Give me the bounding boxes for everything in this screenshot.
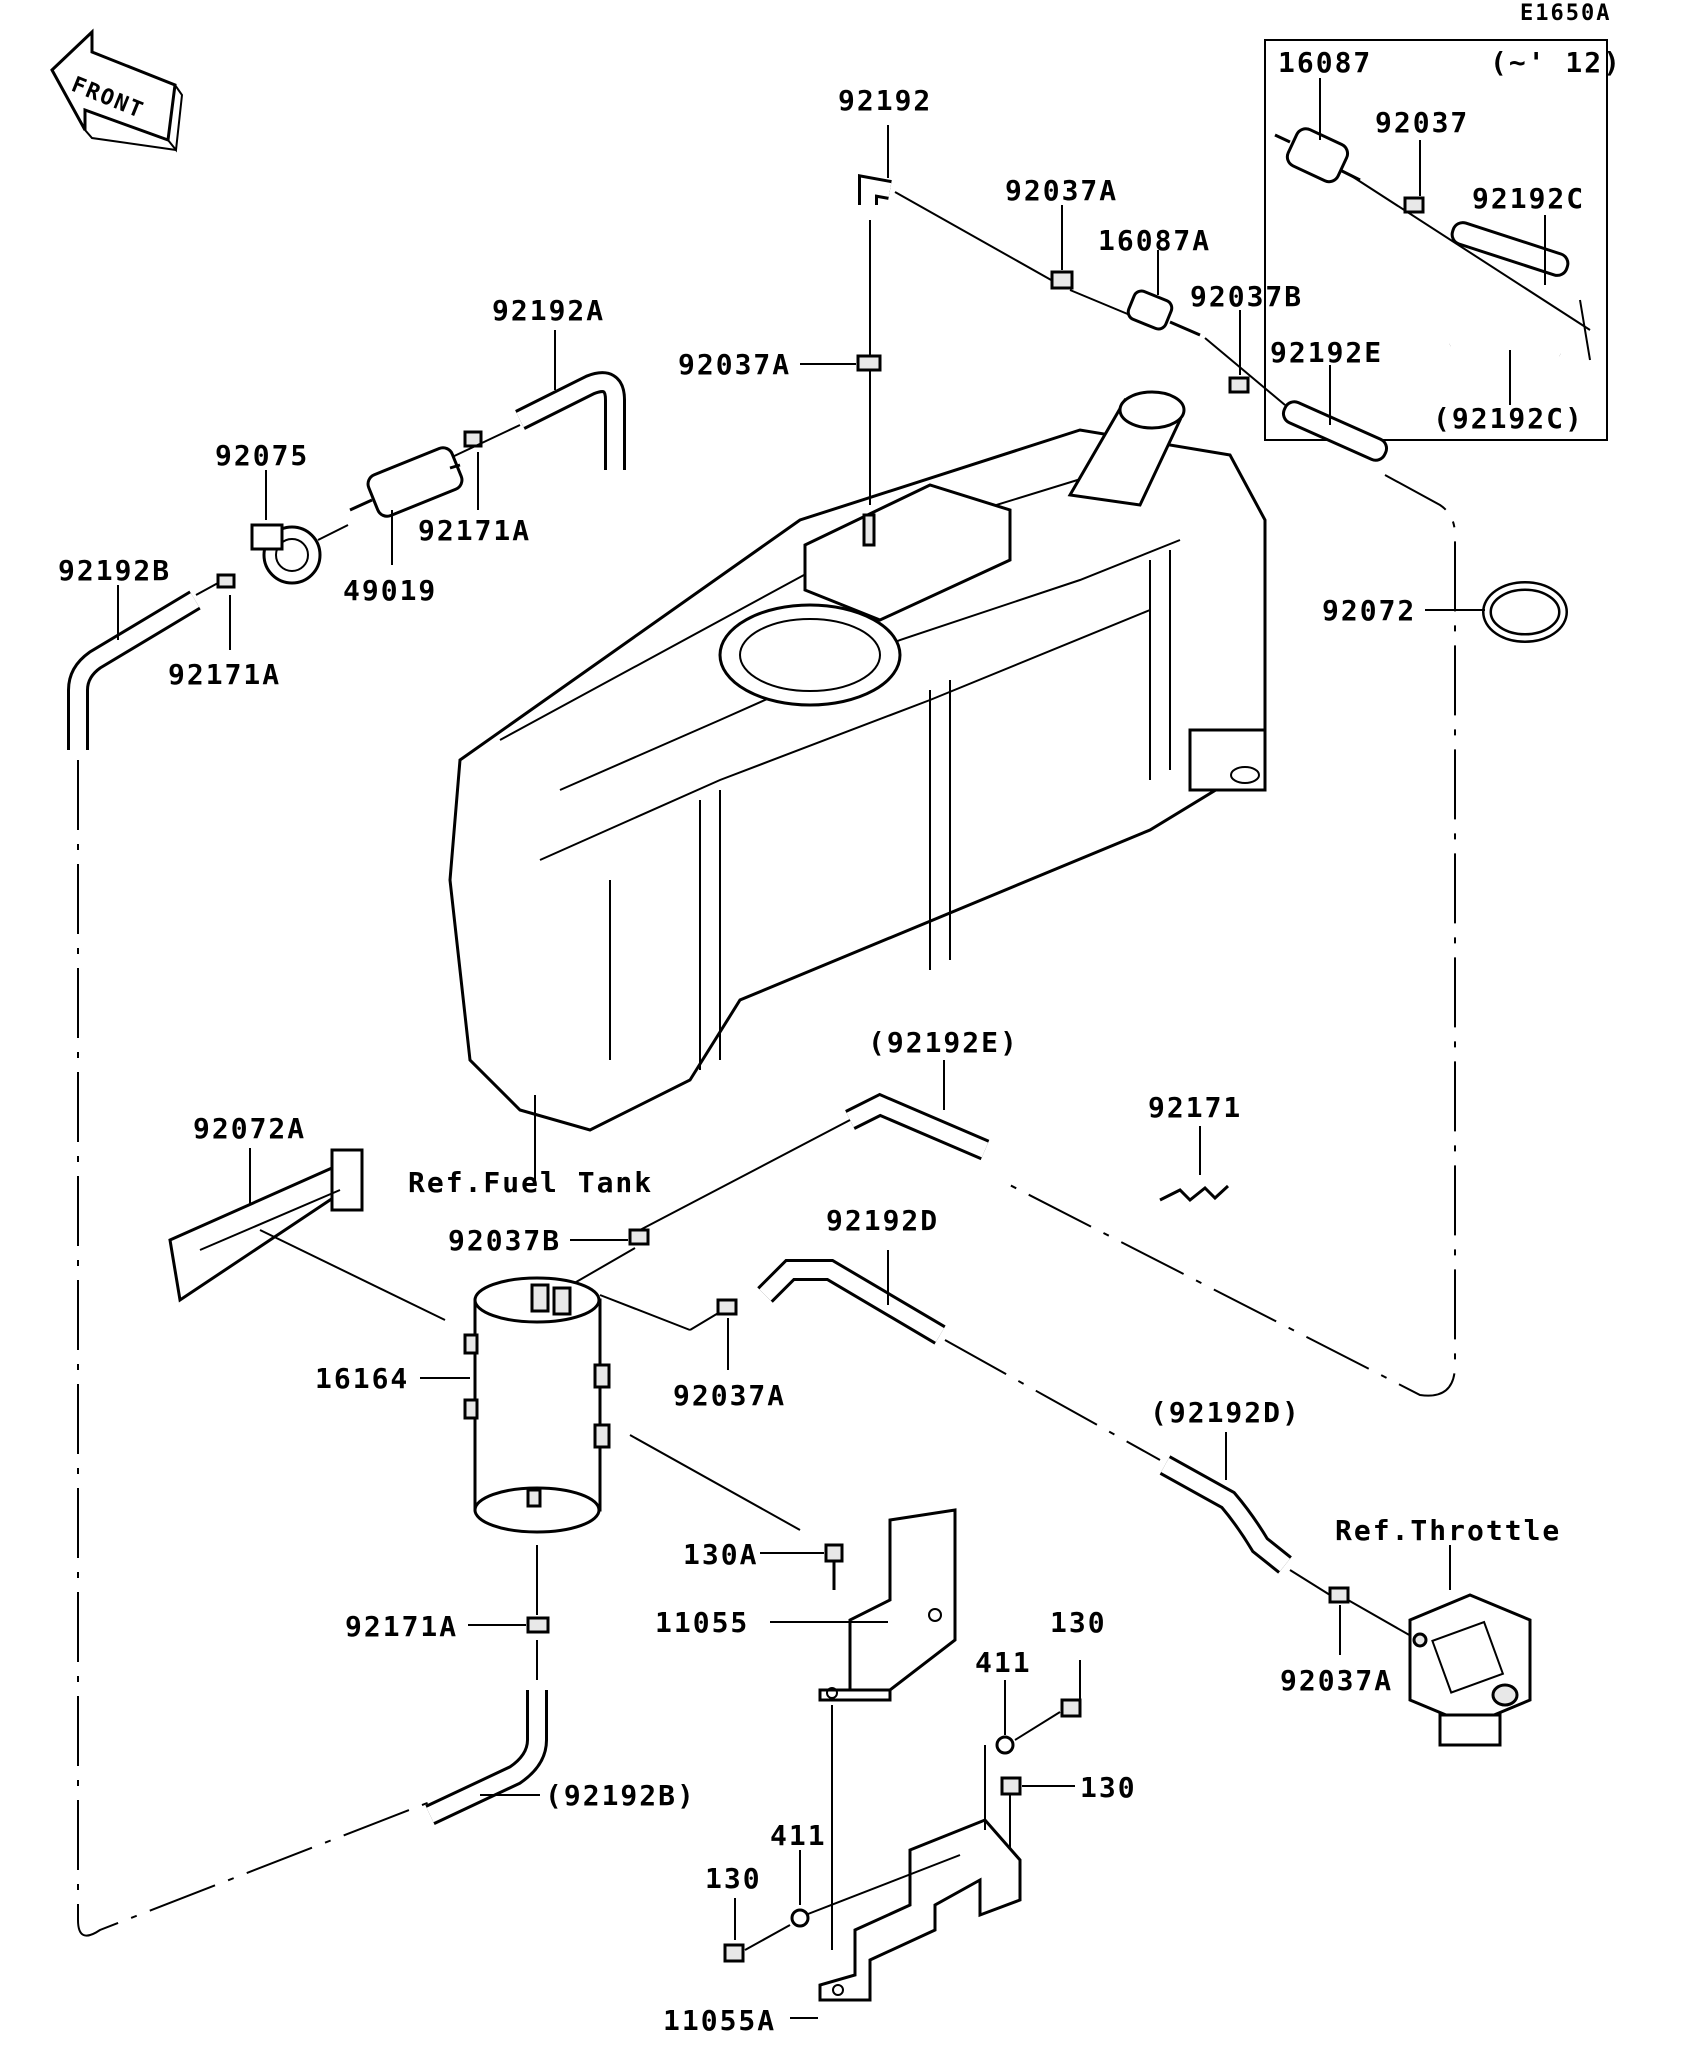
band-92072 xyxy=(1482,581,1568,643)
hose-92192d-alt xyxy=(1161,1458,1290,1572)
label-92037b-top: 92037B xyxy=(1190,280,1303,313)
label-16164: 16164 xyxy=(315,1362,409,1395)
label-92192e-alt: (92192E) xyxy=(868,1026,1019,1059)
inset-label-92192c-alt: (92192C) xyxy=(1433,402,1584,435)
label-411-lower: 411 xyxy=(770,1819,827,1852)
clamp-92037a-top xyxy=(856,354,882,372)
fuel-filter-49019 xyxy=(349,446,464,518)
tank-pump-opening xyxy=(718,603,902,707)
label-16087a: 16087A xyxy=(1098,224,1211,257)
clamp-92037b-top xyxy=(1228,376,1250,394)
label-92037a-valve: 92037A xyxy=(1005,174,1118,207)
label-11055a: 11055A xyxy=(663,2004,776,2037)
bolt-130-lower xyxy=(723,1943,745,1963)
label-11055: 11055 xyxy=(655,1606,749,1639)
label-92072: 92072 xyxy=(1322,594,1416,627)
check-valve-16087 xyxy=(1274,127,1361,184)
label-92171: 92171 xyxy=(1148,1091,1242,1124)
clamp-92037a-mid xyxy=(716,1298,738,1316)
hose-92192c-inset xyxy=(1450,221,1570,277)
label-92037a-throttle: 92037A xyxy=(1280,1664,1393,1697)
inset-box: 16087 (~' 12) 92037 92192C (92192C) xyxy=(1264,39,1622,441)
label-130-middle: 130 xyxy=(1080,1771,1137,1804)
label-92192d-alt: (92192D) xyxy=(1150,1396,1301,1429)
bolt-130-upper xyxy=(1060,1698,1082,1718)
label-92192d: 92192D xyxy=(826,1204,939,1237)
inset-date-note: (~' 12) xyxy=(1490,46,1622,79)
label-92075: 92075 xyxy=(215,439,309,472)
check-valve-16087a xyxy=(1069,289,1201,337)
tank-vent-nipple xyxy=(862,513,876,547)
hose-92192a xyxy=(516,374,623,470)
label-92037b-lower: 92037B xyxy=(448,1224,561,1257)
clamp-92171a-lower xyxy=(216,573,236,589)
clamp-92171a-canister xyxy=(526,1616,550,1634)
clamp-92037b-lower xyxy=(628,1228,650,1246)
bolt-130a xyxy=(824,1543,844,1563)
clamp-92171a-upper xyxy=(463,430,483,448)
ref-fuel-tank-label: Ref.Fuel Tank xyxy=(408,1166,653,1199)
front-arrow-icon: FRONT xyxy=(50,28,184,153)
bracket-11055 xyxy=(818,1508,957,1702)
label-130a: 130A xyxy=(683,1538,758,1571)
inset-label-92192c: 92192C xyxy=(1472,182,1585,215)
hose-92192e-alt xyxy=(846,1096,989,1158)
hose-92192b xyxy=(70,593,200,750)
bolt-130-middle xyxy=(1000,1776,1022,1796)
label-130-upper: 130 xyxy=(1050,1606,1107,1639)
label-92192a: 92192A xyxy=(492,294,605,327)
label-411-upper: 411 xyxy=(975,1646,1032,1679)
strap-92072a xyxy=(168,1148,364,1303)
label-92171a-canister: 92171A xyxy=(345,1610,458,1643)
inset-label-16087: 16087 xyxy=(1278,46,1372,79)
canister-16164 xyxy=(463,1276,611,1534)
label-92171a-lower: 92171A xyxy=(168,658,281,691)
hose-92192d xyxy=(759,1262,945,1342)
clamp-92037a-throttle xyxy=(1328,1586,1350,1604)
fuel-tank xyxy=(448,390,1267,1132)
diagram-code: E1650A xyxy=(1520,1,1611,26)
label-92192b: 92192B xyxy=(58,554,171,587)
inset-label-92037: 92037 xyxy=(1375,106,1469,139)
hose-92192e xyxy=(1281,400,1389,462)
clip-92171 xyxy=(1159,1184,1230,1203)
washer-411-upper xyxy=(995,1735,1015,1755)
clamp-92037-inset xyxy=(1403,196,1425,214)
vent-line-92192e xyxy=(999,474,1456,1397)
fuel-line-92192b xyxy=(77,760,436,1937)
label-130-lower: 130 xyxy=(705,1862,762,1895)
bracket-11055a xyxy=(818,1745,1022,2002)
hose-92192 xyxy=(861,177,892,205)
label-92072a: 92072A xyxy=(193,1112,306,1145)
hose-92192b-alt xyxy=(426,1690,545,1823)
throttle-body xyxy=(1408,1593,1532,1747)
clamp-92037a-valve xyxy=(1050,270,1074,290)
washer-411-lower xyxy=(790,1908,810,1928)
label-92192b-alt: (92192B) xyxy=(545,1779,696,1812)
tank-vent-boss xyxy=(803,483,1012,622)
label-92192: 92192 xyxy=(838,84,932,117)
label-92037a-top: 92037A xyxy=(678,348,791,381)
tank-mount-bracket xyxy=(1188,728,1267,792)
ref-throttle-label: Ref.Throttle xyxy=(1335,1514,1561,1547)
label-49019: 49019 xyxy=(343,574,437,607)
label-92037a-mid: 92037A xyxy=(673,1379,786,1412)
label-92171a-upper: 92171A xyxy=(418,514,531,547)
label-92192e: 92192E xyxy=(1270,336,1383,369)
bracket-92075 xyxy=(250,523,322,585)
inset-frame xyxy=(1264,39,1608,441)
